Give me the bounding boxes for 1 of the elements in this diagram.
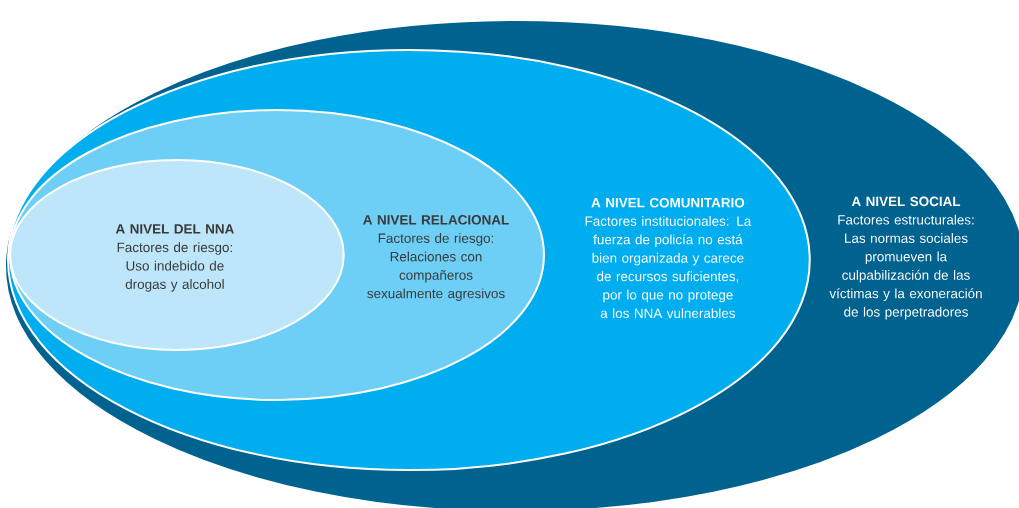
ellipse-region: A NIVEL DEL NNA Factores de riesgo: Uso indebido de drogas y alcohol	[9, 159, 345, 351]
